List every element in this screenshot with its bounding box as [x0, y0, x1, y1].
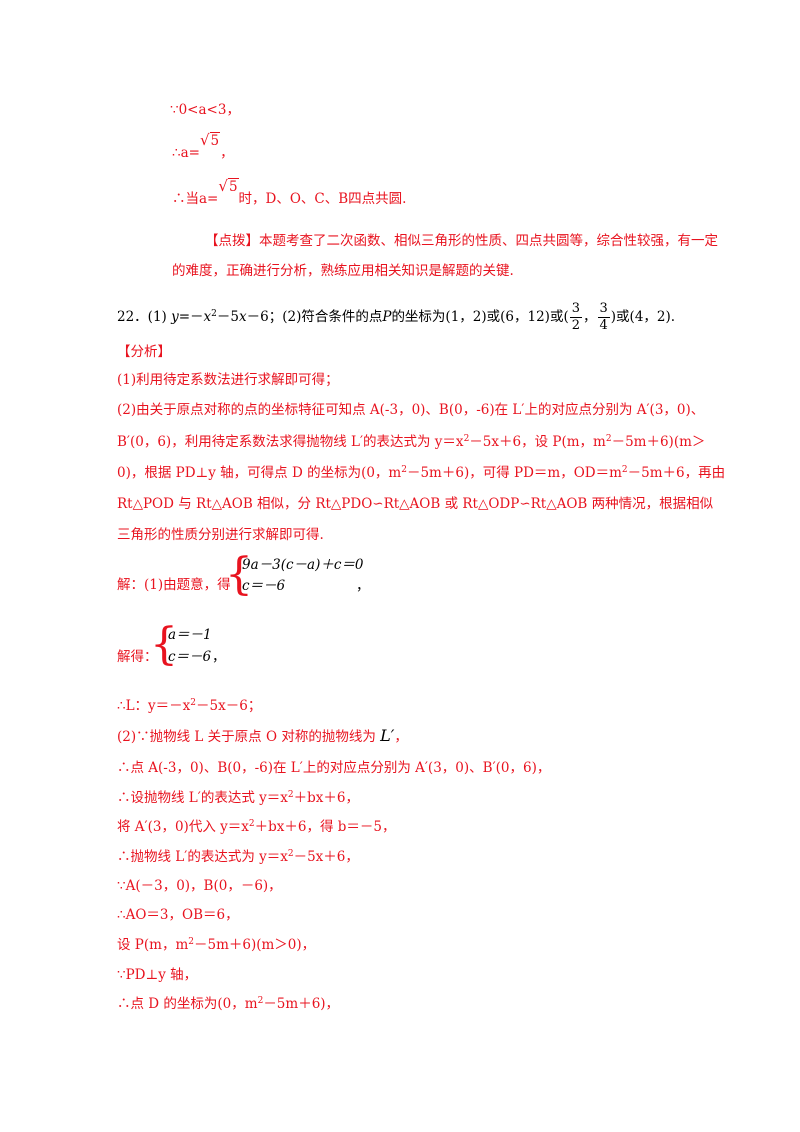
- text: 的难度，正确进行分析，熟练应用相关知识是解题的关键.: [172, 263, 514, 279]
- solution-step-2: 解得：: [117, 649, 158, 665]
- text: ∵0<a<3，: [170, 102, 240, 118]
- solution-step-11: 设 P(m，m2－5m＋6)(m＞0)，: [117, 937, 316, 953]
- text: 时，D、O、C、B四点共圆.: [238, 191, 407, 207]
- tip-line-2: 的难度，正确进行分析，熟练应用相关知识是解题的关键.: [172, 262, 514, 280]
- analysis-heading: 【分析】: [117, 344, 171, 360]
- text: ∴a=: [172, 145, 200, 161]
- solution-step-4: (2)∵抛物线 L 关于原点 O 对称的抛物线为 L′，: [117, 726, 408, 746]
- equation: c＝－6: [168, 649, 212, 665]
- condition-line: ∵0<a<3，: [170, 101, 240, 119]
- answer-22-line: 22．(1) y=－x2－5x－6；(2)符合条件的点P的坐标为(1，2)或(6…: [117, 301, 676, 333]
- equation: 9a－3(c－a)＋c＝0: [242, 557, 364, 573]
- sqrt-5: √5: [199, 131, 221, 149]
- solution-step-12: ∵PD⊥y 轴，: [117, 967, 198, 983]
- text: ∴当a=: [172, 191, 219, 207]
- conclusion-line: ∴当a=√5时，D、O、C、B四点共圆.: [172, 177, 407, 208]
- left-brace: {: [150, 619, 178, 670]
- text: ，: [212, 649, 226, 665]
- analysis-line-5: Rt△POD 与 Rt△AOB 相似，分 Rt△PDO∽Rt△AOB 或 Rt△…: [117, 496, 714, 512]
- analysis-line-3: B′(0，6)，利用待定系数法求得抛物线 L′的表达式为 y＝x2－5x＋6，设…: [117, 434, 706, 450]
- solution-step-7: 将 A′(3，0)代入 y＝x2＋bx＋6，得 b＝－5，: [117, 819, 396, 835]
- analysis-line-1: (1)利用待定系数法进行求解即可得；: [117, 372, 339, 388]
- solution-step-6: ∴设抛物线 L′的表达式 y＝x2＋bx＋6，: [117, 790, 359, 806]
- solution-step-10: ∴AO＝3，OB＝6，: [117, 907, 239, 923]
- text: ，: [356, 578, 370, 594]
- solution-step-13: ∴点 D 的坐标为(0，m2－5m＋6)，: [117, 996, 340, 1012]
- equation: c＝－6: [242, 578, 286, 594]
- analysis-line-4: 0)，根据 PD⊥y 轴，可得点 D 的坐标为(0，m2－5m＋6)，可得 PD…: [117, 465, 726, 481]
- text: 【点拨】本题考查了二次函数、相似三角形的性质、四点共圆等，综合性较强，有一定: [205, 233, 718, 249]
- analysis-line-2: (2)由关于原点对称的点的坐标特征可知点 A(-3，0)、B(0，-6)在 L′…: [117, 402, 705, 418]
- left-brace: {: [225, 549, 253, 600]
- solution-step-9: ∵A(－3，0)，B(0，－6)，: [117, 878, 282, 894]
- solution-step-8: ∴抛物线 L′的表达式为 y＝x2－5x＋6，: [117, 849, 359, 865]
- solution-step-1: 解：(1)由题意，得: [117, 577, 231, 593]
- result-a-line: ∴a=√5，: [172, 131, 234, 162]
- sqrt-5: √5: [218, 177, 239, 195]
- equation: a＝－1: [168, 627, 212, 643]
- text: ，: [220, 145, 234, 161]
- solution-step-5: ∴点 A(-3，0)、B(0，-6)在 L′上的对应点分别为 A′(3，0)、B…: [117, 760, 551, 776]
- tip-line-1: 【点拨】本题考查了二次函数、相似三角形的性质、四点共圆等，综合性较强，有一定: [205, 232, 718, 250]
- solution-step-3: ∴L：y＝－x2－5x－6；: [117, 698, 262, 714]
- analysis-line-6: 三角形的性质分别进行求解即可得.: [117, 527, 324, 543]
